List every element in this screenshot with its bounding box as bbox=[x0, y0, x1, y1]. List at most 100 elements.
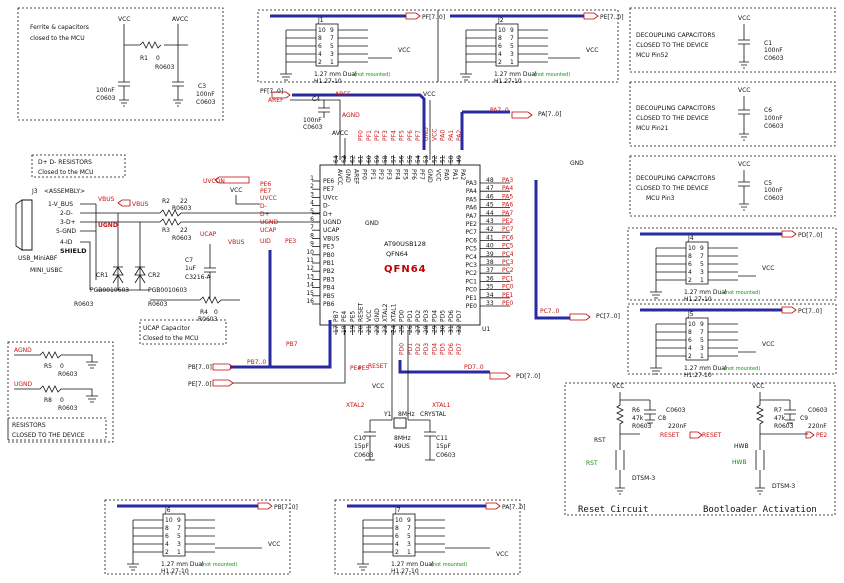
pin-number: 5 bbox=[310, 208, 314, 215]
pin-number: 4 bbox=[310, 200, 314, 207]
pin-number: 1 bbox=[310, 175, 314, 182]
uvcon-flag: UVCON bbox=[203, 178, 225, 185]
header-pin: 5 bbox=[177, 533, 181, 540]
header-desc: 1.27 mm Dual bbox=[161, 561, 204, 568]
r7-pkg: R0603 bbox=[774, 423, 794, 430]
r3-val: 22 bbox=[180, 227, 188, 234]
r4-val: 0 bbox=[214, 309, 218, 316]
pa-bus-flag: PA[7..0] bbox=[538, 111, 561, 118]
pin-number: 17 bbox=[333, 325, 340, 333]
pin-number: 20 bbox=[358, 325, 365, 333]
header-pin: 1 bbox=[510, 59, 514, 66]
pin-number: 10 bbox=[306, 249, 314, 256]
net-pb7: PB7 bbox=[286, 341, 298, 348]
c7-ref: C7 bbox=[185, 257, 193, 264]
pin-net: PD3 bbox=[423, 343, 430, 355]
pin-number: 35 bbox=[486, 284, 494, 291]
aref-section: PF[7..0] AREF C4 100nF C0603 AGND AREF A… bbox=[260, 88, 435, 160]
pin-number: 62 bbox=[349, 155, 356, 163]
header-pin: 7 bbox=[510, 35, 514, 42]
c10-val: 15pF bbox=[354, 443, 369, 450]
vcc-top: VCC bbox=[423, 91, 435, 98]
pin-name: PB4 bbox=[323, 285, 335, 292]
d3-l2: CLOSED TO THE DEVICE bbox=[636, 185, 709, 192]
pin-name: AVCC bbox=[336, 169, 343, 185]
vcc-label: VCC bbox=[118, 16, 130, 23]
pin-number: 24 bbox=[390, 325, 397, 333]
vcc-rst: VCC bbox=[612, 383, 624, 390]
pd-bus-flag: PD[7..0] bbox=[516, 373, 540, 380]
pin-net: PF5 bbox=[399, 130, 406, 141]
pb-bus-flag: PB[7..0] bbox=[188, 364, 212, 371]
pin-name: PC3 bbox=[465, 262, 477, 269]
pin-name: PF0 bbox=[361, 169, 368, 180]
hwb-pkg: DTSM-3 bbox=[772, 483, 795, 490]
pin-name: PA5 bbox=[466, 196, 477, 203]
bus-flag bbox=[781, 230, 797, 238]
pin-net: PD0 bbox=[399, 343, 406, 355]
pa7-0-label: PA7..0 bbox=[490, 107, 509, 114]
j3-pin4: 4-ID bbox=[60, 239, 73, 246]
reset-flag: RESET bbox=[702, 432, 722, 439]
vbus-left: VBUS bbox=[98, 196, 115, 203]
net-uvcc: UVCC bbox=[260, 195, 277, 202]
header-pin: 5 bbox=[700, 261, 704, 268]
header-ref: J4 bbox=[687, 235, 694, 242]
pin-number: 48 bbox=[486, 177, 494, 184]
usb-section: D+ D- RESISTORS Closed to the MCU J3 <AS… bbox=[15, 154, 320, 345]
header-body bbox=[392, 513, 416, 557]
pin-net: PA6 bbox=[502, 202, 513, 209]
y1-crystal bbox=[393, 417, 407, 429]
c11-ref: C11 bbox=[436, 435, 448, 442]
bus-flag bbox=[257, 502, 273, 510]
pin-name: PE2 bbox=[466, 221, 477, 228]
cr1-pkg: PGB0010603 bbox=[90, 287, 129, 294]
pin-number: 33 bbox=[486, 300, 494, 307]
header-body bbox=[685, 241, 709, 285]
pin-number: 45 bbox=[486, 202, 494, 209]
pin-name: PF4 bbox=[393, 169, 400, 180]
r3-ref: R3 bbox=[162, 227, 170, 234]
c3-pkg: C0603 bbox=[196, 99, 216, 106]
y1-type: CRYSTAL bbox=[420, 411, 447, 418]
header-pin: 9 bbox=[407, 517, 411, 524]
d2-l3: MCU Pin21 bbox=[636, 125, 668, 132]
header-box bbox=[627, 303, 837, 375]
c3-capacitor bbox=[172, 45, 184, 107]
net-uid: UID bbox=[260, 238, 271, 245]
vbus-flag: VBUS bbox=[132, 201, 149, 208]
ucap-title-1: UCAP Capacitor bbox=[143, 325, 191, 332]
r3-pkg: R0603 bbox=[172, 235, 192, 242]
r6-val: 47k bbox=[632, 415, 644, 422]
header-pin: 10 bbox=[318, 27, 326, 34]
pin-net: PC0 bbox=[502, 284, 514, 291]
j3-note: <ASSEMBLY> bbox=[44, 188, 85, 195]
header-pin: 4 bbox=[688, 345, 692, 352]
header-bus-label: PF[7..0] bbox=[422, 14, 445, 21]
pin-name: PA0 bbox=[443, 169, 450, 180]
c6-ref: C6 bbox=[764, 107, 772, 114]
net-pe4: PE4 bbox=[350, 365, 361, 372]
hwb-switch[interactable] bbox=[755, 434, 765, 495]
rst-switch[interactable] bbox=[615, 434, 625, 495]
reset-net: RESET bbox=[660, 432, 680, 439]
xtal2-flag: XTAL2 bbox=[346, 402, 365, 409]
net-dminus: D- bbox=[260, 203, 267, 210]
shield-label: SHIELD bbox=[60, 247, 87, 255]
avcc-label: AVCC bbox=[172, 16, 188, 23]
j3-pin5: 5-GND bbox=[56, 228, 76, 235]
pin-number: 58 bbox=[382, 155, 389, 163]
header-pkg: H1.27-10 bbox=[161, 568, 189, 575]
pin-name: PE3 bbox=[323, 244, 334, 251]
header-pin: 9 bbox=[700, 245, 704, 252]
pin-name: PF2 bbox=[377, 169, 384, 180]
pin-name: PE4 bbox=[341, 311, 348, 322]
c7-pkg: C3216-A bbox=[185, 274, 211, 281]
header-pin: 7 bbox=[700, 253, 704, 260]
vcc-label: VCC bbox=[398, 47, 410, 54]
pin-name: PE1 bbox=[466, 295, 477, 302]
pin-number: 53 bbox=[423, 155, 430, 163]
